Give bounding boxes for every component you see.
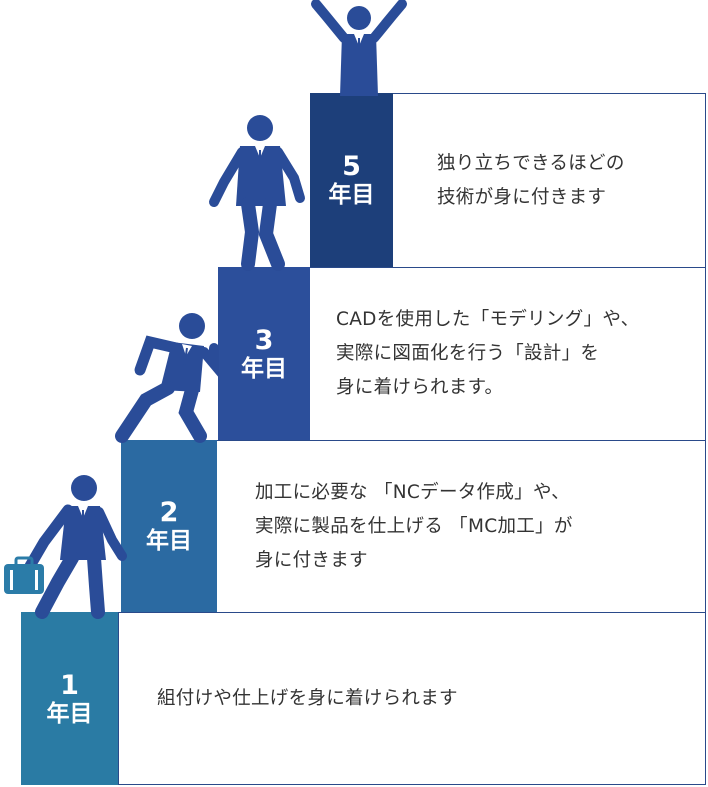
businessman-celebrating-icon — [311, 0, 407, 96]
step-1-number: 1 — [60, 669, 79, 701]
step-5-number: 5 — [342, 151, 361, 182]
step-3-unit: 年目 — [241, 355, 287, 382]
step-1-unit: 年目 — [46, 700, 93, 727]
step-1-label: 1 年目 — [21, 612, 118, 785]
step-2-description: 加工に必要な 「NCデータ作成」や、 実際に製品を仕上げる 「MC加工」が 身に… — [255, 481, 573, 571]
step-2-unit: 年目 — [146, 528, 192, 554]
step-5-box: 独り立ちできるほどの 技術が身に付きます — [392, 93, 706, 268]
step-2-box: 加工に必要な 「NCデータ作成」や、 実際に製品を仕上げる 「MC加工」が 身に… — [216, 440, 706, 613]
step-3-number: 3 — [254, 324, 274, 356]
step-5-label: 5 年目 — [310, 93, 393, 267]
businessman-climbing-icon — [115, 313, 219, 443]
step-3-box: CADを使用した「モデリング」や、 実際に図面化を行う「設計」を 身に着けられま… — [309, 267, 706, 441]
step-5-description: 独り立ちできるほどの 技術が身に付きます — [437, 152, 625, 208]
step-1-description: 組付けや仕上げを身に着けられます — [157, 687, 458, 709]
step-5-unit: 年目 — [328, 182, 375, 208]
businessman-with-briefcase-icon — [4, 475, 127, 619]
step-2-number: 2 — [159, 497, 179, 528]
step-1-box: 組付けや仕上げを身に着けられます — [118, 612, 706, 785]
step-3-description: CADを使用した「モデリング」や、 実際に図面化を行う「設計」を 身に着けられま… — [336, 309, 640, 398]
step-2-label: 2 年目 — [121, 440, 217, 612]
step-3-label: 3 年目 — [218, 267, 310, 440]
businessman-walking-icon — [209, 115, 305, 271]
